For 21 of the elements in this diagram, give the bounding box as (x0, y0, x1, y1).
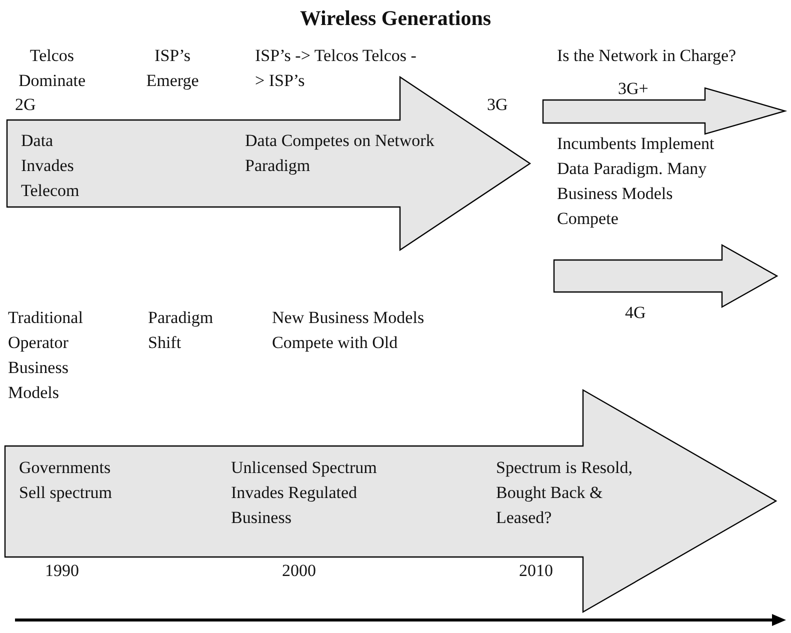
annotation-text: Telcos Dominate (17, 45, 87, 92)
annotation-text: New Business Models Compete with Old (272, 307, 426, 354)
arrow-text: Data Invades Telecom (21, 130, 80, 202)
annotation-text: 3G (487, 94, 509, 116)
annotation-text: 1990 (45, 560, 80, 582)
arrow-text: Unlicensed Spectrum Invades Regulated Business (231, 457, 378, 529)
arrow-text: Governments Sell spectrum (19, 457, 114, 504)
annotation-text: 2G (15, 94, 37, 116)
arrow-text: Data Competes on Network Paradigm (245, 130, 435, 177)
annotation-text: Traditional Operator Business Models (8, 307, 84, 404)
annotation-text: Paradigm Shift (148, 307, 214, 354)
generation-label: 3G+ (618, 78, 648, 100)
arrow-text: Spectrum is Resold, Bought Back & Leased? (496, 457, 634, 529)
annotation-text: 2000 (282, 560, 317, 582)
annotation-text: ISP’s -> Telcos Telcos -> ISP’s (255, 45, 418, 92)
annotation-text: Incumbents Implement Data Paradigm. Many Business Models Compete (557, 133, 716, 230)
generation-label: 4G (625, 302, 646, 324)
diagram-title: Wireless Generations (298, 6, 492, 31)
annotation-text: 2010 (519, 560, 554, 582)
annotation-text: Is the Network in Charge? (557, 45, 738, 67)
annotation-text: ISP’s Emerge (145, 45, 200, 92)
